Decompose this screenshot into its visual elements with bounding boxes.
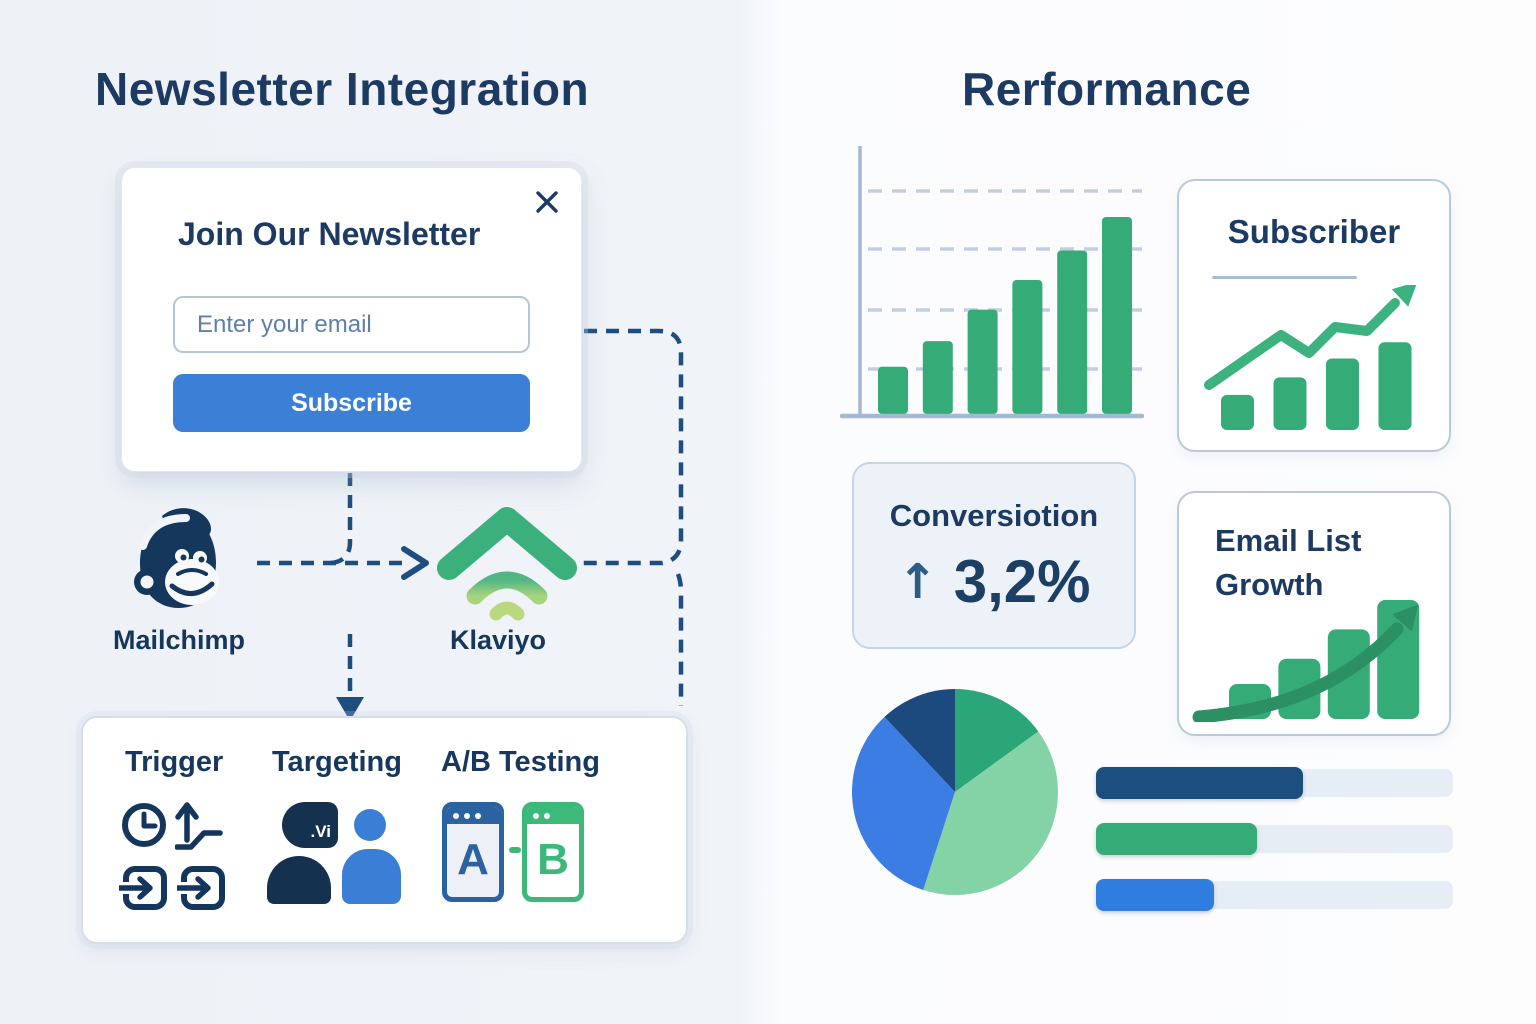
klaviyo-logo-icon (437, 507, 577, 621)
zigzag-trend-arrow-icon (1204, 298, 1400, 390)
email-growth-mini-chart (1192, 600, 1420, 722)
pie-slice-green (955, 689, 1039, 792)
arrowhead-right-icon (401, 546, 429, 580)
progress-fill (1096, 767, 1304, 799)
left-title: Newsletter Integration (95, 63, 590, 115)
connector-modal-down (330, 473, 353, 566)
progress-bars (1096, 767, 1453, 937)
email-growth-card: Email List Growth (1177, 491, 1451, 736)
title-divider (1212, 276, 1357, 279)
audience-pie-chart (852, 689, 1058, 895)
bar (1273, 377, 1307, 430)
connector-modal-right-loop (577, 328, 684, 566)
bar (878, 366, 908, 414)
bar (1057, 250, 1088, 414)
person-body-blue-icon (342, 849, 401, 904)
window-a-icon: A (442, 802, 504, 902)
window-a-titlebar (447, 807, 499, 824)
progress-track (1096, 767, 1453, 799)
trend-up-icon (175, 802, 223, 850)
progress-fill (1096, 823, 1257, 855)
enter-arrow-icon (177, 866, 225, 910)
email-input[interactable] (173, 296, 530, 353)
progress-track (1096, 823, 1453, 855)
window-b-titlebar (527, 807, 579, 824)
ab-connector-dash (509, 847, 521, 853)
conversion-value: 3,2% (953, 548, 1091, 615)
person-body-dark-icon (267, 856, 331, 904)
progress-fill (1096, 879, 1214, 911)
growth-curve-arrow-icon (1192, 622, 1404, 722)
performance-bar-chart (839, 146, 1145, 419)
subscribe-button[interactable]: Subscribe (173, 374, 530, 432)
bar (967, 309, 998, 414)
pie-slice-navy (884, 689, 955, 792)
bar (1221, 394, 1254, 430)
bubble-text: .Vi (310, 822, 331, 841)
subscriber-mini-chart (1204, 285, 1416, 430)
email-growth-title-line2: Growth (1215, 567, 1324, 602)
conversion-stat: ↑ 3,2% (854, 552, 1134, 612)
bar (1378, 342, 1412, 430)
modal-title: Join Our Newsletter (178, 216, 481, 252)
email-growth-title-line1: Email List (1215, 523, 1362, 558)
mailchimp-label: Mailchimp (113, 625, 246, 655)
targeting-label: Targeting (272, 746, 402, 778)
subscriber-title: Subscriber (1227, 213, 1401, 250)
clock-icon (122, 803, 166, 847)
newsletter-modal: Join Our Newsletter Subscribe (121, 167, 582, 472)
trigger-label: Trigger (125, 746, 224, 778)
conversion-title: Conversiotion (889, 498, 1099, 533)
enter-arrow-icon (119, 866, 167, 910)
variant-b-label: B (537, 835, 569, 884)
audience-bubble-icon: .Vi (282, 802, 338, 848)
up-arrow-icon: ↑ (897, 554, 938, 610)
bar (1102, 217, 1132, 414)
connector-right-down (675, 573, 684, 706)
bar (1326, 358, 1359, 430)
bar (922, 341, 953, 414)
klaviyo-label: Klaviyo (450, 625, 547, 655)
subscriber-card: Subscriber (1177, 179, 1451, 452)
pie-slice-mint (923, 731, 1058, 895)
ab-testing-label: A/B Testing (441, 746, 600, 778)
window-b-icon: B (522, 802, 584, 902)
variant-a-label: A (457, 835, 489, 884)
close-icon[interactable] (534, 189, 560, 215)
conversion-card: Conversiotion ↑ 3,2% (852, 462, 1136, 649)
progress-track (1096, 879, 1453, 911)
right-title: Rerformance (962, 63, 1252, 115)
features-box: Trigger Targeting A/B Testing .Vi (81, 716, 688, 944)
bar (1012, 280, 1043, 414)
email-growth-title: Email List Growth (1215, 519, 1361, 607)
person-head-blue-icon (354, 809, 386, 841)
pie-slice-blue (852, 716, 955, 890)
mailchimp-logo-icon (134, 508, 219, 608)
